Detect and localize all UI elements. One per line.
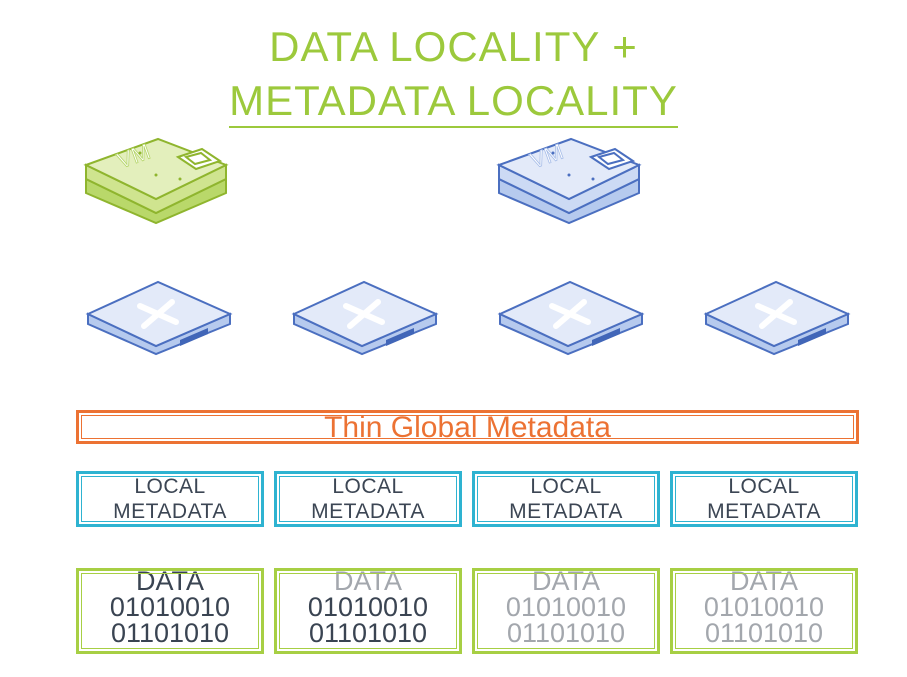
data-label: DATA: [333, 566, 402, 596]
local-metadata-box-4: LOCAL METADATA: [670, 471, 858, 527]
vm-icon-blue: VM: [496, 137, 642, 225]
local-metadata-line1: LOCAL: [332, 475, 404, 498]
data-bits-2: 01101010: [308, 618, 428, 648]
node-icon-4: [703, 280, 851, 356]
data-block-3: DATA 01010010 01101010: [472, 566, 660, 654]
data-label: DATA: [135, 566, 204, 596]
local-metadata-line1: LOCAL: [728, 475, 800, 498]
data-block-4: DATA 01010010 01101010: [670, 566, 858, 654]
data-bits-1: 01010010: [505, 592, 627, 622]
nutanix-x-icon: [137, 299, 179, 329]
vm-icon-green: VM: [83, 137, 229, 225]
nutanix-x-icon: [549, 299, 591, 329]
local-metadata-box-2: LOCAL METADATA: [274, 471, 462, 527]
local-metadata-box-1: LOCAL METADATA: [76, 471, 264, 527]
nutanix-x-icon: [343, 299, 385, 329]
data-bits-1: 01010010: [703, 592, 825, 622]
node-icon-3: [497, 280, 645, 356]
local-metadata-line2: METADATA: [113, 500, 227, 523]
data-bits-1: 01010010: [307, 592, 429, 622]
local-metadata-line2: METADATA: [707, 500, 821, 523]
data-label: DATA: [729, 566, 798, 596]
data-block-2: DATA 01010010 01101010: [274, 566, 462, 654]
local-metadata-line2: METADATA: [509, 500, 623, 523]
title-line-1: DATA LOCALITY +: [269, 23, 638, 70]
node-icon-2: [291, 280, 439, 356]
nutanix-x-icon: [755, 299, 797, 329]
data-label: DATA: [531, 566, 600, 596]
global-metadata-box: Thin Global Metadata: [76, 410, 859, 444]
data-bits-2: 01101010: [110, 618, 230, 648]
data-bits-2: 01101010: [506, 618, 626, 648]
node-icon-1: [85, 280, 233, 356]
local-metadata-line1: LOCAL: [530, 475, 602, 498]
data-bits-2: 01101010: [704, 618, 824, 648]
global-metadata-label: Thin Global Metadata: [324, 411, 611, 444]
data-block-1: DATA 01010010 01101010: [76, 566, 264, 654]
local-metadata-box-3: LOCAL METADATA: [472, 471, 660, 527]
title-line-2: METADATA LOCALITY: [0, 76, 907, 128]
local-metadata-line2: METADATA: [311, 500, 425, 523]
data-bits-1: 01010010: [109, 592, 231, 622]
local-metadata-line1: LOCAL: [134, 475, 206, 498]
